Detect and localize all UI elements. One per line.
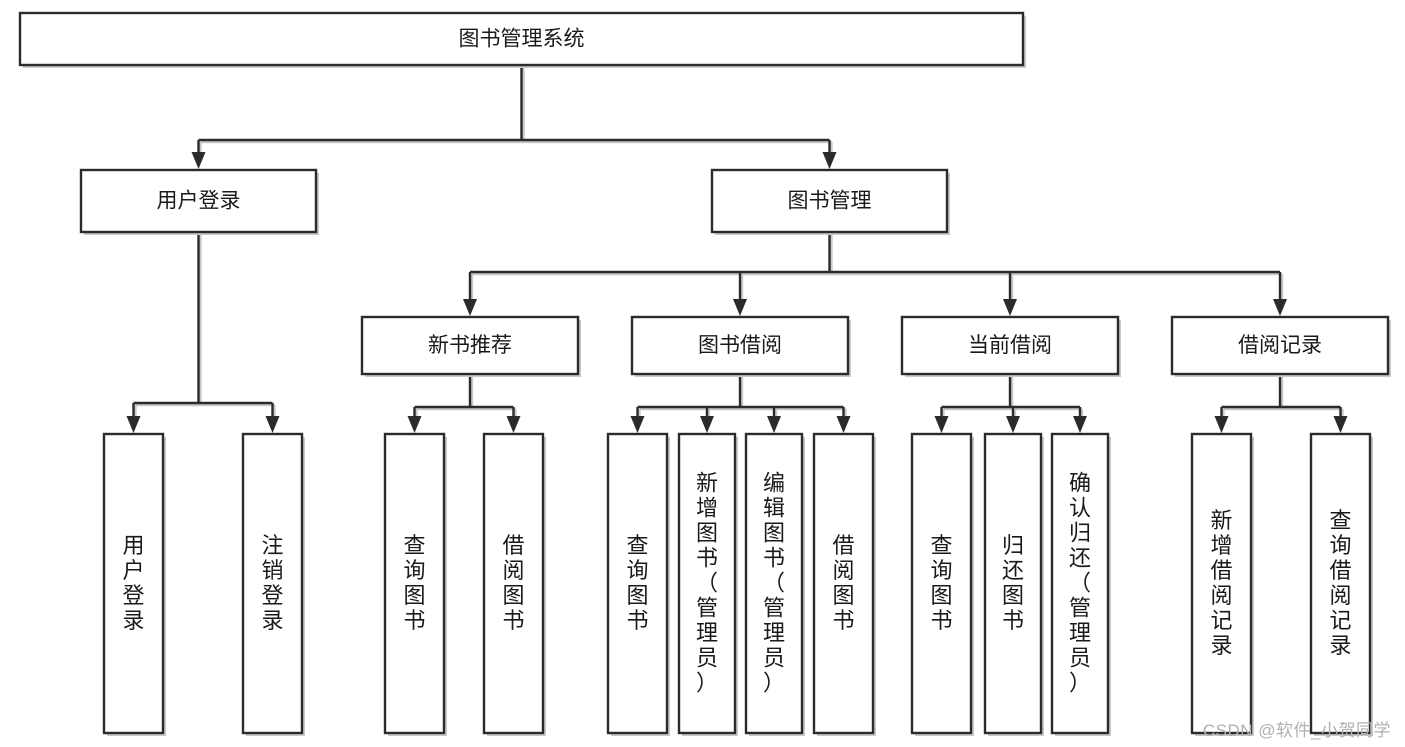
node-box[interactable] <box>79 168 318 234</box>
node-box[interactable] <box>1309 432 1372 735</box>
node-label: 查询图书 <box>403 533 425 633</box>
node-box[interactable] <box>744 432 804 735</box>
node-label: 归还图书 <box>1002 533 1024 633</box>
arrow-head-icon <box>700 416 714 433</box>
node-leaf-user-login[interactable]: 用户登录 <box>102 432 166 736</box>
node-box[interactable] <box>812 432 875 735</box>
node-label: 新增借阅记录 <box>1210 508 1232 658</box>
node-box[interactable] <box>360 315 580 376</box>
node-leaf-add-borrow-record[interactable]: 新增借阅记录 <box>1190 432 1254 736</box>
arrow-head-icon <box>1273 299 1287 316</box>
node-leaf-edit-book-admin[interactable]: 编辑图书（管理员） <box>744 432 805 736</box>
arrow-head-icon <box>1333 416 1348 433</box>
arrow-head-icon <box>767 416 781 433</box>
node-new-book-recommend[interactable]: 新书推荐 <box>360 315 581 377</box>
node-leaf-add-book-admin[interactable]: 新增图书（管理员） <box>677 432 738 736</box>
arrow-head-icon <box>1214 416 1229 433</box>
node-box[interactable] <box>900 315 1120 376</box>
node-label: 新增图书（管理员） <box>696 471 718 696</box>
node-box[interactable] <box>630 315 850 376</box>
node-box[interactable] <box>1190 432 1253 735</box>
arrow-head-icon <box>1006 416 1020 433</box>
node-current-borrow[interactable]: 当前借阅 <box>900 315 1121 377</box>
node-label: 借阅图书 <box>502 533 524 633</box>
node-box[interactable] <box>910 432 973 735</box>
node-box[interactable] <box>383 432 446 735</box>
node-label: 当前借阅 <box>968 334 1052 357</box>
node-leaf-query-borrow-record[interactable]: 查询借阅记录 <box>1309 432 1373 736</box>
node-box[interactable] <box>1050 432 1110 735</box>
node-user-login[interactable]: 用户登录 <box>79 168 319 235</box>
node-box[interactable] <box>241 432 304 735</box>
arrow-head-icon <box>836 416 851 433</box>
node-book-borrow[interactable]: 图书借阅 <box>630 315 851 377</box>
node-box[interactable] <box>18 11 1025 67</box>
node-borrow-record[interactable]: 借阅记录 <box>1170 315 1391 377</box>
node-box[interactable] <box>983 432 1043 735</box>
node-label: 查询图书 <box>930 533 952 633</box>
node-box[interactable] <box>482 432 545 735</box>
connector-group <box>191 65 837 169</box>
arrow-head-icon <box>191 152 206 169</box>
node-label: 用户登录 <box>157 190 241 213</box>
connector-group <box>126 232 280 433</box>
arrow-head-icon <box>506 416 521 433</box>
arrow-head-icon <box>126 416 141 433</box>
node-box[interactable] <box>606 432 669 735</box>
node-root[interactable]: 图书管理系统 <box>18 11 1026 68</box>
connector-group <box>934 374 1087 433</box>
node-label: 借阅记录 <box>1238 334 1322 357</box>
node-box[interactable] <box>677 432 737 735</box>
node-label: 图书借阅 <box>698 334 782 357</box>
node-label: 借阅图书 <box>832 533 854 633</box>
arrow-head-icon <box>265 416 280 433</box>
node-leaf-borrow-book[interactable]: 借阅图书 <box>812 432 876 736</box>
node-label: 查询借阅记录 <box>1329 508 1351 658</box>
arrow-head-icon <box>1003 299 1017 316</box>
node-leaf-query-book-rec[interactable]: 查询图书 <box>383 432 447 736</box>
arrow-head-icon <box>733 299 747 316</box>
node-label: 查询图书 <box>626 533 648 633</box>
arrow-head-icon <box>463 299 477 316</box>
node-layer: 图书管理系统用户登录图书管理新书推荐图书借阅当前借阅借阅记录用户登录注销登录查询… <box>18 11 1391 736</box>
connector-group <box>463 232 1287 316</box>
node-label: 确认归还（管理员） <box>1069 471 1091 696</box>
node-leaf-return-book[interactable]: 归还图书 <box>983 432 1044 736</box>
arrow-head-icon <box>934 416 949 433</box>
arrow-head-icon <box>822 152 837 169</box>
node-leaf-query-book-current[interactable]: 查询图书 <box>910 432 974 736</box>
connector-group <box>630 374 851 433</box>
node-label: 图书管理 <box>788 190 872 213</box>
node-leaf-borrow-book-rec[interactable]: 借阅图书 <box>482 432 546 736</box>
node-label: 图书管理系统 <box>459 28 585 51</box>
node-leaf-confirm-return-admin[interactable]: 确认归还（管理员） <box>1050 432 1111 736</box>
connector-group <box>407 374 521 433</box>
node-box[interactable] <box>710 168 949 234</box>
node-book-management[interactable]: 图书管理 <box>710 168 950 235</box>
node-label: 编辑图书（管理员） <box>763 471 785 696</box>
arrow-head-icon <box>1073 416 1087 433</box>
arrow-head-icon <box>407 416 422 433</box>
node-leaf-user-logout[interactable]: 注销登录 <box>241 432 305 736</box>
node-leaf-query-book-borrow[interactable]: 查询图书 <box>606 432 670 736</box>
node-box[interactable] <box>1170 315 1390 376</box>
node-box[interactable] <box>102 432 165 735</box>
node-label: 新书推荐 <box>428 334 512 357</box>
connector-layer <box>126 65 1348 433</box>
node-label: 注销登录 <box>261 533 283 633</box>
arrow-head-icon <box>630 416 645 433</box>
connector-group <box>1214 374 1348 433</box>
node-label: 用户登录 <box>122 533 144 633</box>
